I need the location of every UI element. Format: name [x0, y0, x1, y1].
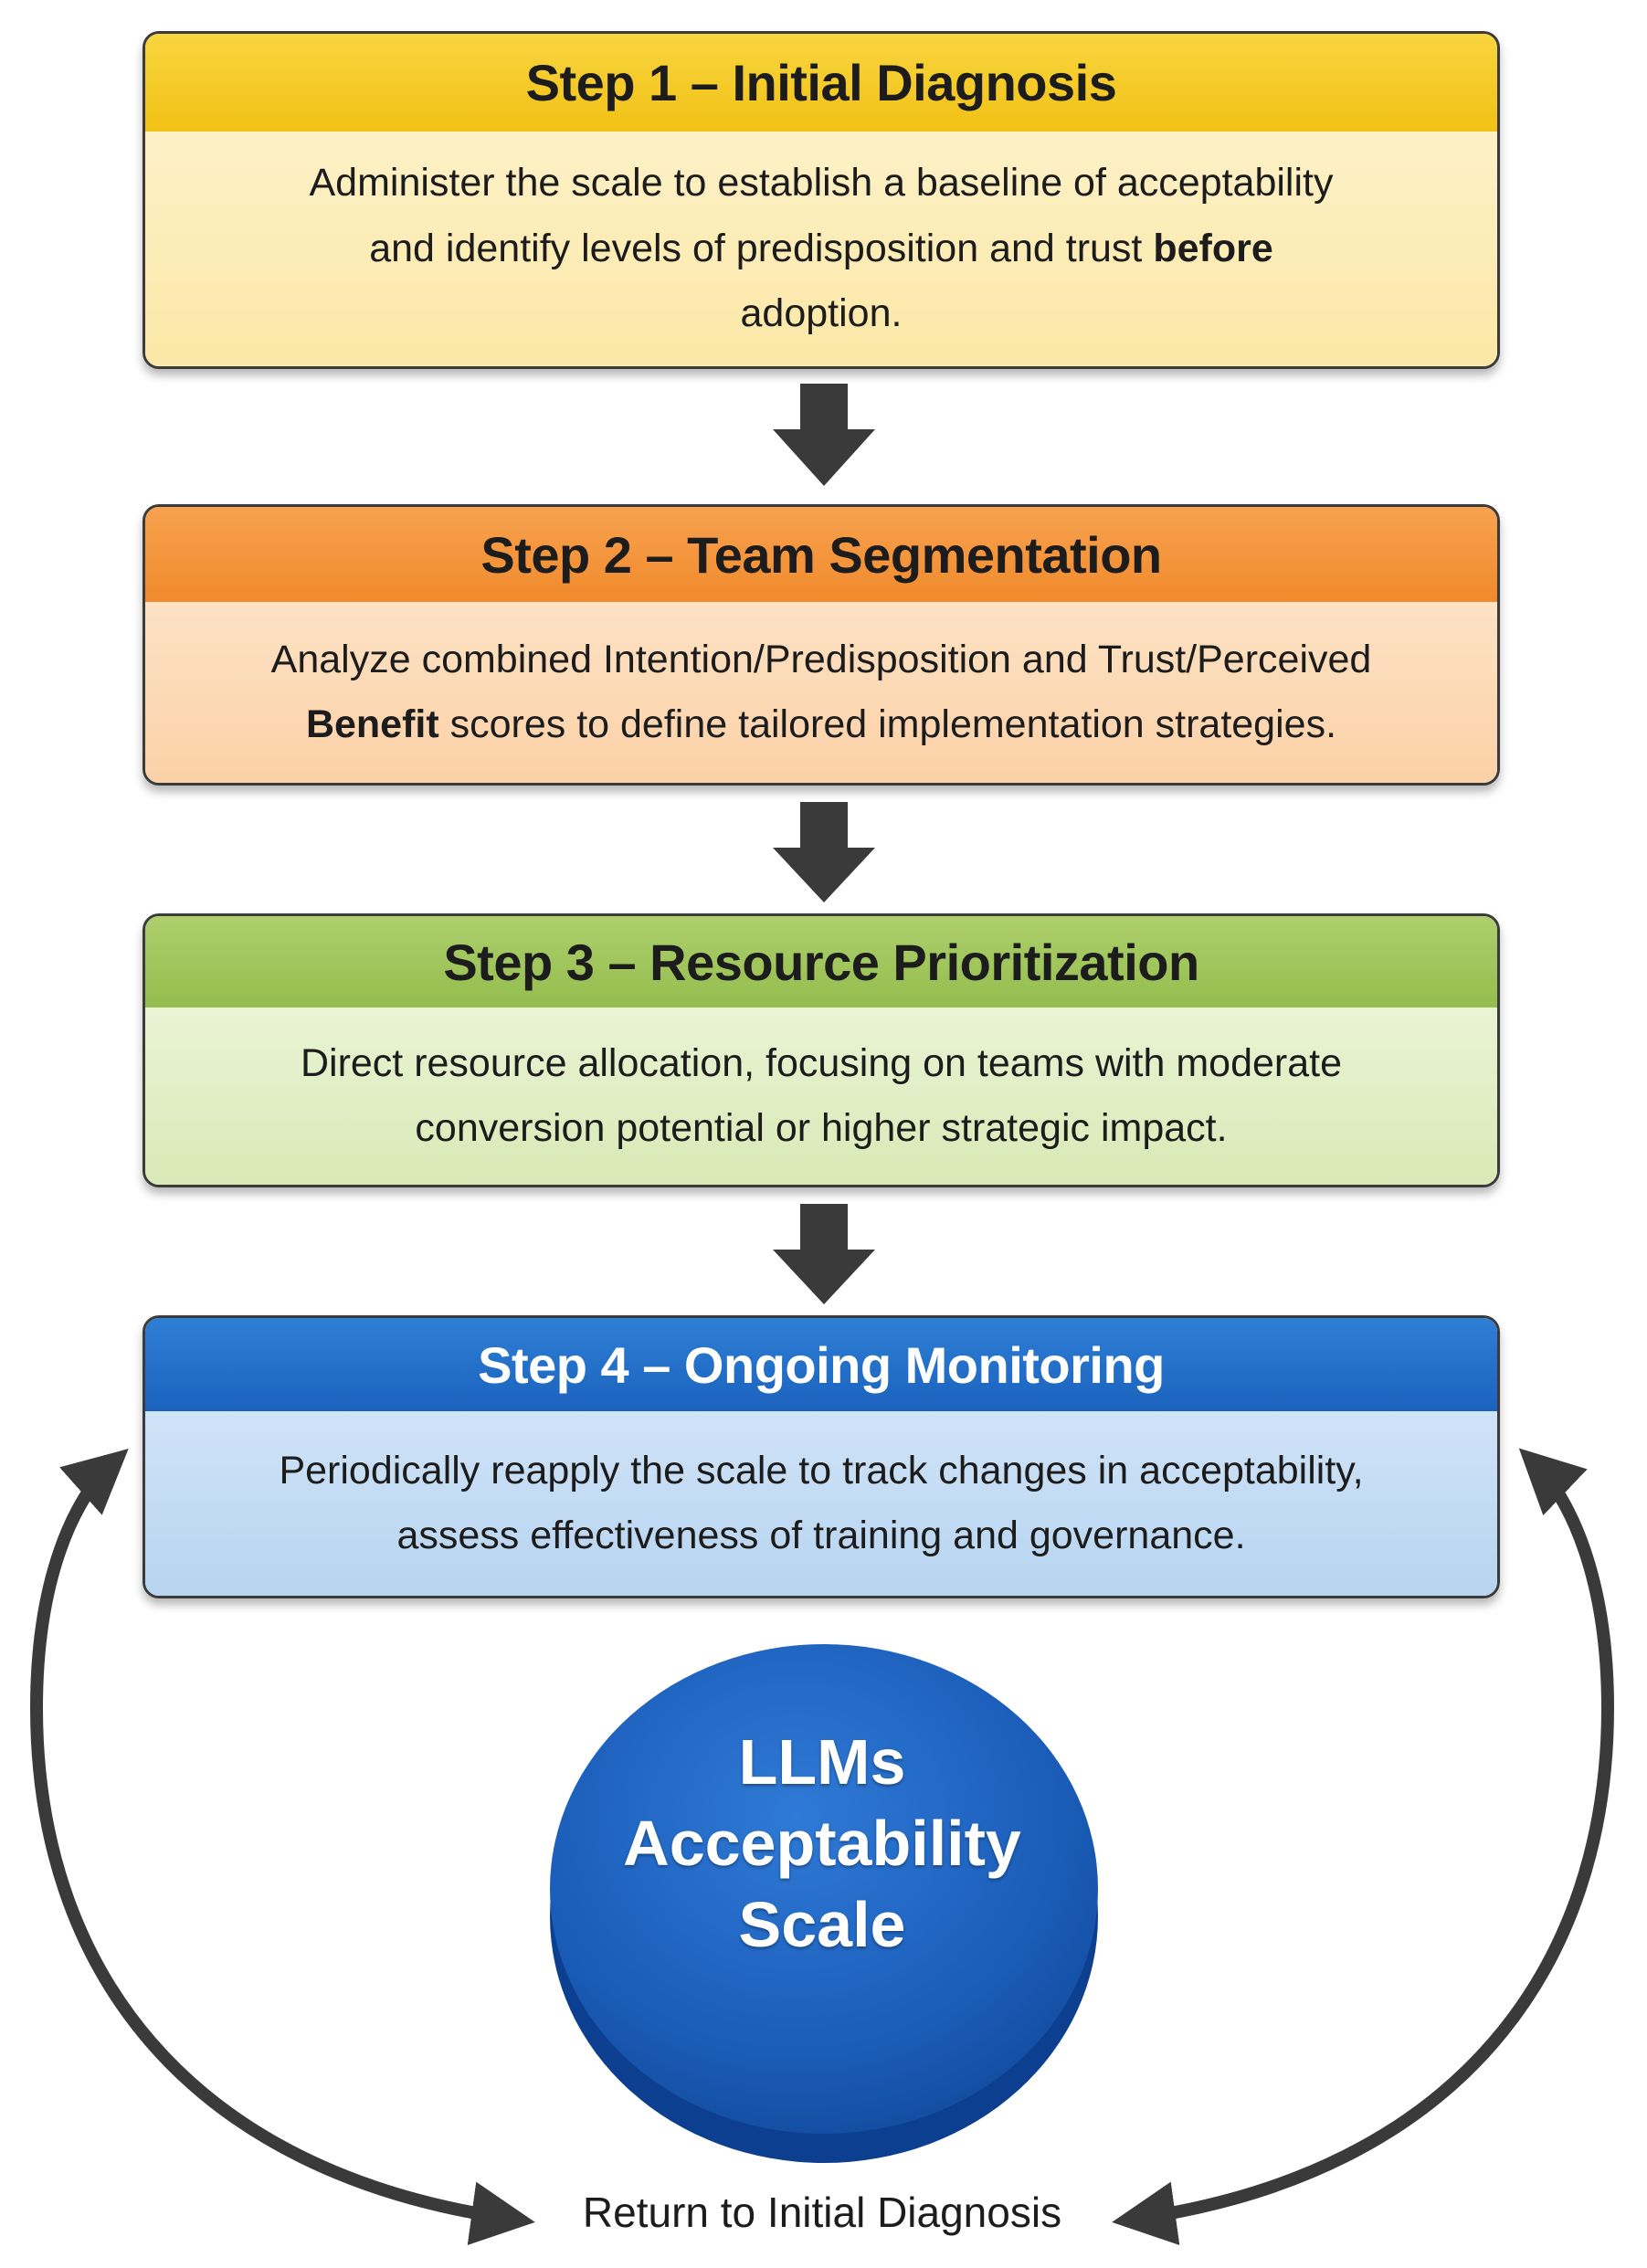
step-3-line-2: conversion potential or higher strategic…	[415, 1106, 1228, 1150]
step-1-box: Step 1 – Initial Diagnosis Administer th…	[143, 31, 1500, 369]
flow-arrow-2-to-3	[773, 802, 875, 902]
step-1-description: Administer the scale to establish a base…	[145, 132, 1497, 366]
step-4-line-2: assess effectiveness of training and gov…	[396, 1514, 1246, 1557]
step-1-line-2: and identify levels of predisposition an…	[369, 226, 1154, 270]
step-3-line-1: Direct resource allocation, focusing on …	[300, 1040, 1343, 1085]
scale-disc	[550, 1644, 1098, 2134]
scale-label-line-2: Acceptability	[623, 1807, 1021, 1879]
step-2-box: Step 2 – Team Segmentation Analyze combi…	[143, 504, 1500, 786]
step-1-line-3: adoption.	[740, 291, 903, 336]
step-3-title: Step 3 – Resource Prioritization	[145, 916, 1497, 1007]
step-2-line-2: scores to define tailored implementation…	[438, 702, 1337, 746]
scale-label-line-3: Scale	[738, 1888, 906, 1960]
step-1-line-1: Administer the scale to establish a base…	[309, 161, 1334, 206]
step-1-emphasis: before	[1153, 226, 1273, 270]
step-4-title: Step 4 – Ongoing Monitoring	[145, 1318, 1497, 1411]
return-label: Return to Initial Diagnosis	[582, 2189, 1062, 2236]
loop-arrow-left	[29, 1449, 535, 2245]
step-3-description: Direct resource allocation, focusing on …	[145, 1007, 1497, 1185]
flow-arrow-1-to-2	[773, 384, 875, 486]
step-2-description: Analyze combined Intention/Predispositio…	[145, 602, 1497, 783]
step-3-box: Step 3 – Resource Prioritization Direct …	[143, 913, 1500, 1187]
step-4-box: Step 4 – Ongoing Monitoring Periodically…	[143, 1315, 1500, 1598]
step-4-description: Periodically reapply the scale to track …	[145, 1411, 1497, 1596]
step-2-emphasis: Benefit	[305, 702, 439, 746]
step-2-title: Step 2 – Team Segmentation	[145, 507, 1497, 602]
step-1-title: Step 1 – Initial Diagnosis	[145, 34, 1497, 132]
step-2-line-1: Analyze combined Intention/Predispositio…	[270, 637, 1372, 681]
scale-disc-label: LLMs Acceptability Scale	[575, 1722, 1069, 1966]
loop-arrow-right	[1112, 1448, 1615, 2245]
flow-arrow-3-to-4	[773, 1204, 875, 1304]
step-4-line-1: Periodically reapply the scale to track …	[279, 1448, 1364, 1493]
scale-label-line-1: LLMs	[738, 1726, 906, 1798]
